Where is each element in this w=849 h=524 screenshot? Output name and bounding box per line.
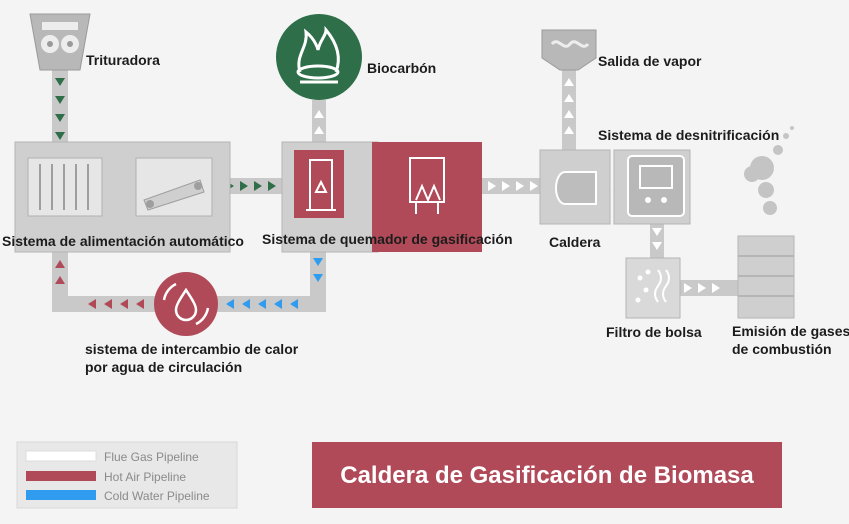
biochar-circle <box>276 14 362 100</box>
label-caldera: Caldera <box>549 234 601 250</box>
label-trituradora: Trituradora <box>86 52 160 68</box>
legend: Flue Gas Pipeline Hot Air Pipeline Cold … <box>16 441 238 509</box>
label-filtro: Filtro de bolsa <box>606 324 702 340</box>
label-intercambio-2: por agua de circulación <box>85 359 242 375</box>
feed-system-node <box>14 141 231 253</box>
legend-swatch-hot-air <box>26 471 96 481</box>
label-salida-vapor: Salida de vapor <box>598 53 702 69</box>
diagram-title: Caldera de Gasificación de Biomasa <box>340 462 754 489</box>
label-emision-1: Emisión de gases <box>732 323 849 339</box>
legend-swatch-cold-water <box>26 490 96 500</box>
legend-label-cold-water: Cold Water Pipeline <box>104 489 210 503</box>
pipe-arrows <box>55 78 720 309</box>
emission-node <box>737 126 795 319</box>
smoke-icon <box>744 126 794 215</box>
steam-icon <box>541 29 597 71</box>
legend-swatch-flue <box>25 450 97 462</box>
blue-arrows-down <box>313 258 323 282</box>
label-biocarbon: Biocarbón <box>367 60 436 76</box>
steam-outlet-node <box>541 29 597 71</box>
label-intercambio-1: sistema de intercambio de calor <box>85 341 299 357</box>
label-desnitrificacion: Sistema de desnitrificación <box>598 127 779 143</box>
burner-system-node <box>281 141 482 253</box>
crusher-node <box>29 13 91 71</box>
heat-exchange-circle <box>154 272 218 336</box>
title-banner: Caldera de Gasificación de Biomasa <box>312 442 782 508</box>
label-alimentacion: Sistema de alimentación automático <box>2 233 244 249</box>
blue-arrows-left <box>226 299 298 309</box>
white-arrows-up-steam <box>564 78 574 134</box>
fire-icon <box>296 25 340 84</box>
legend-label-flue: Flue Gas Pipeline <box>104 450 199 464</box>
burner-icon <box>306 159 336 211</box>
legend-label-hot-air: Hot Air Pipeline <box>104 470 186 484</box>
label-emision-2: de combustión <box>732 341 832 357</box>
white-arrows-up-biochar <box>314 110 324 134</box>
boiler-icon <box>555 171 597 205</box>
denitrification-node <box>613 149 691 225</box>
label-quemador: Sistema de quemador de gasificación <box>262 231 513 247</box>
water-cycle-icon <box>162 282 210 326</box>
white-arrows-down-filter <box>652 228 662 250</box>
red-arrows-left <box>88 299 144 309</box>
boiler-node <box>539 149 611 225</box>
bag-filter-icon <box>625 257 681 319</box>
title-bg <box>312 442 782 508</box>
denitrification-icon <box>627 155 685 217</box>
red-arrows-up <box>55 260 65 284</box>
bag-filter-node <box>625 257 681 319</box>
biochar-node <box>276 14 362 100</box>
heat-exchange-node <box>154 272 218 336</box>
green-arrows-down <box>55 78 65 140</box>
white-arrows-right-emission <box>684 283 720 293</box>
gasifier-icon <box>409 157 445 214</box>
